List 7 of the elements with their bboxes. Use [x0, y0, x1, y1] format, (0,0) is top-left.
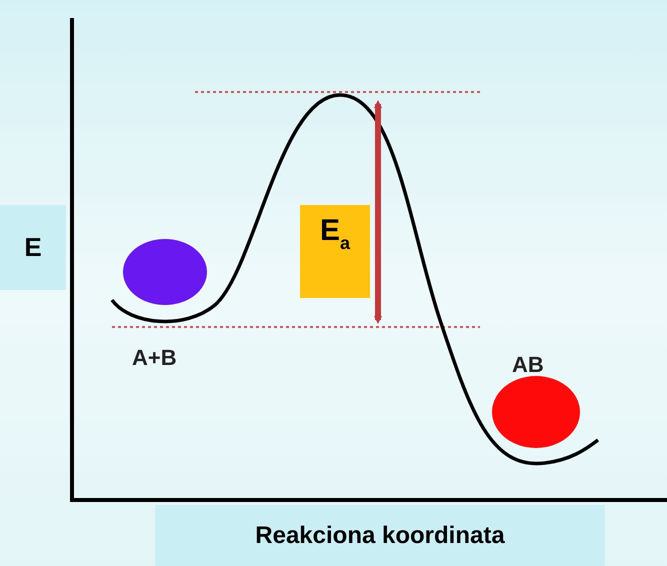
reactant-sphere	[123, 239, 207, 305]
energy-label: E$_{a}$	[300, 205, 370, 298]
product-sphere	[492, 376, 580, 448]
axis-label: Reakciona koordinata	[155, 505, 605, 566]
reactant-label: A+B	[132, 345, 177, 371]
product-label: AB	[512, 352, 544, 378]
axis-label: E	[0, 205, 66, 290]
